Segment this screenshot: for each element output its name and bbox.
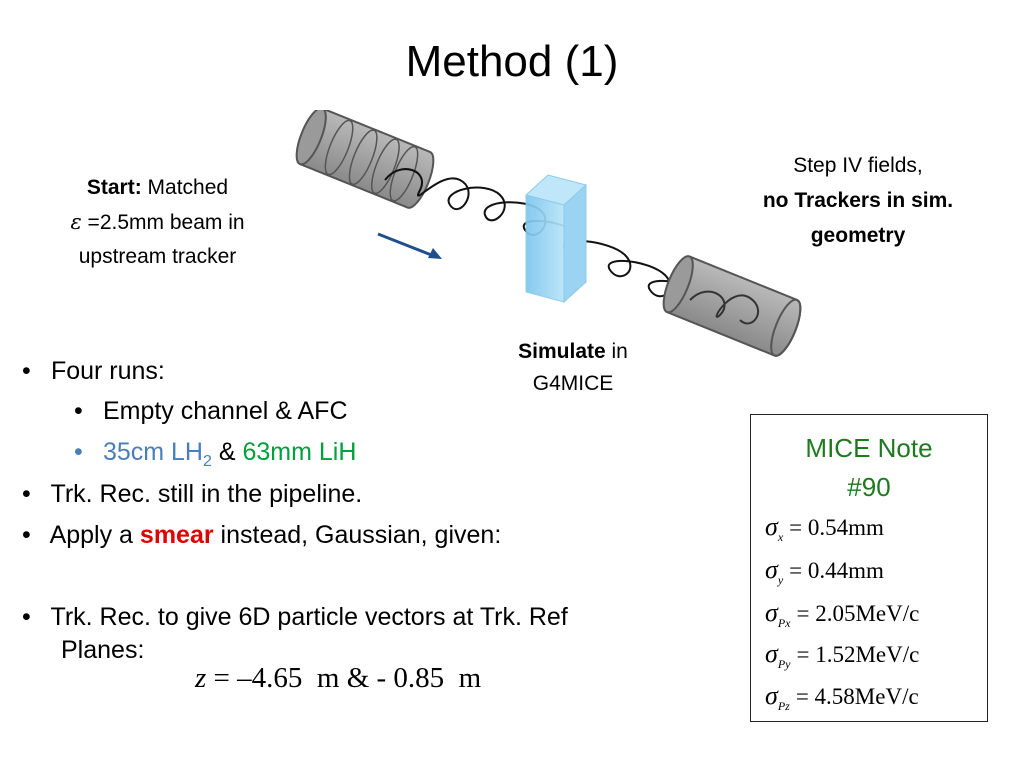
downstream-tracker xyxy=(662,255,802,357)
z-values: = –4.65 m & - 0.85 m xyxy=(206,662,482,694)
upstream-tracker xyxy=(295,110,435,209)
bullet-trk-rec-pipeline: • Trk. Rec. still in the pipeline. xyxy=(22,479,362,509)
bullet-text: Four runs: xyxy=(50,357,165,385)
mice-note-title: MICE Note xyxy=(805,433,933,463)
start-text-emittance: =2.5mm beam in xyxy=(81,211,245,234)
sigma-pz-equation: σPz = 4.58MeV/c xyxy=(765,681,919,713)
simulate-g4mice: G4MICE xyxy=(532,372,614,395)
downstream-helix-loops xyxy=(689,290,760,325)
sigma-px-equation: σPx = 2.05MeV/c xyxy=(765,598,920,630)
sigma-subscript: Py xyxy=(777,657,791,671)
sigma-y-equation: σy = 0.44mm xyxy=(765,555,884,587)
simulate-caption: Simulate in G4MICE xyxy=(498,336,648,400)
smear-word: smear xyxy=(139,521,214,549)
bullet-four-runs: • Four runs: xyxy=(22,356,165,386)
sigma-py-equation: σPy = 1.52MeV/c xyxy=(765,639,920,671)
start-caption: Start: Matched ε =2.5mm beam in upstream… xyxy=(40,171,275,274)
start-text-tracker: upstream tracker xyxy=(78,245,237,268)
start-label: Start: xyxy=(86,176,142,199)
slide-title: Method (1) xyxy=(405,37,619,86)
stepiv-caption: Step IV fields, no Trackers in sim. geom… xyxy=(720,148,996,253)
epsilon-symbol: ε xyxy=(70,210,82,234)
bullet-trk-rec-6d: • Trk. Rec. to give 6D particle vectors … xyxy=(22,602,568,632)
bullet-text: Empty channel & AFC xyxy=(102,397,348,425)
beam-direction-arrow xyxy=(377,232,442,259)
simulate-text: in xyxy=(605,340,628,363)
sigma-symbol: σ xyxy=(765,681,778,710)
sigma-subscript: y xyxy=(777,573,784,587)
sigma-value: = 2.05MeV/c xyxy=(796,601,920,626)
sigma-value: = 1.52MeV/c xyxy=(796,642,920,667)
bullet-text: Trk. Rec. to give 6D particle vectors at… xyxy=(50,603,568,631)
sigma-subscript: Px xyxy=(777,616,791,630)
bullet-symbol: • xyxy=(22,357,31,385)
beamline-diagram xyxy=(295,110,802,357)
bullet-symbol: • xyxy=(74,397,83,425)
sigma-value: = 0.54mm xyxy=(789,515,884,540)
lh2-subscript: 2 xyxy=(203,453,212,470)
lh2-text: 35cm LH xyxy=(102,438,203,466)
sigma-value: = 4.58MeV/c xyxy=(795,684,919,709)
bullet-text-post: instead, Gaussian, given: xyxy=(213,521,502,549)
ampersand: & xyxy=(211,438,243,466)
sigma-subscript: Pz xyxy=(777,699,790,713)
stepiv-line1: Step IV fields, xyxy=(793,154,923,177)
sigma-symbol: σ xyxy=(765,598,778,627)
bullet-symbol: • xyxy=(22,480,31,508)
bullet-empty-channel: • Empty channel & AFC xyxy=(74,396,348,426)
mice-note-number: #90 xyxy=(847,472,891,502)
simulate-label: Simulate xyxy=(518,340,606,363)
sigma-value: = 0.44mm xyxy=(789,558,884,583)
sigma-x-equation: σx = 0.54mm xyxy=(765,512,884,544)
mice-note-box: MICE Note #90 σx= 0.54mm σy= 0.44mm σPx=… xyxy=(750,414,988,722)
bullet-symbol: • xyxy=(22,521,31,549)
z-variable: z xyxy=(195,662,207,694)
stepiv-line3: geometry xyxy=(810,224,906,247)
sigma-symbol: σ xyxy=(765,512,778,541)
lih-text: 63mm LiH xyxy=(242,438,357,466)
bullet-trk-rec-6d-line2: Planes: xyxy=(61,636,145,664)
bullet-text: Trk. Rec. still in the pipeline. xyxy=(50,480,363,508)
sigma-symbol: σ xyxy=(765,555,778,584)
absorber-block xyxy=(524,174,588,304)
stepiv-line2: no Trackers in sim. xyxy=(762,189,954,212)
start-text: Matched xyxy=(141,176,229,199)
bullet-absorbers: • 35cm LH2 & 63mm LiH xyxy=(74,437,357,470)
z-planes-equation: z = –4.65 m & - 0.85 m xyxy=(195,662,481,695)
sigma-subscript: x xyxy=(777,530,784,544)
sigma-symbol: σ xyxy=(765,639,778,668)
bullet-symbol: • xyxy=(74,438,83,466)
bullet-apply-smear: • Apply a smear instead, Gaussian, given… xyxy=(22,520,501,550)
bullet-symbol: • xyxy=(22,603,31,631)
bullet-text-pre: Apply a xyxy=(49,521,140,549)
